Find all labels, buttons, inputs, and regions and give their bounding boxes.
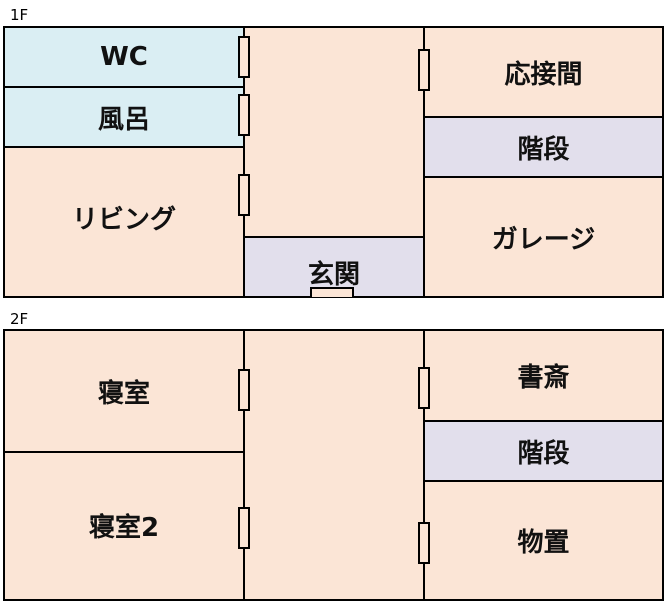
- hallway-right-wall: [245, 28, 425, 236]
- room-garage: ガレージ: [425, 178, 662, 296]
- door-reception: [418, 49, 430, 91]
- floor-2-label: 2F: [10, 310, 29, 328]
- room-bedroom-2-label: 寝室2: [88, 512, 160, 543]
- room-entrance: 玄関: [245, 236, 425, 296]
- hallway-1f: [245, 28, 425, 236]
- room-entrance-label: 玄関: [307, 259, 360, 290]
- room-bedroom-2: 寝室2: [5, 453, 245, 599]
- door-bedroom-2: [238, 507, 250, 549]
- floor-1-plan: WC 風呂 リビング 玄関 応接間 階段 ガレージ: [3, 26, 664, 298]
- room-bedroom-1-label: 寝室: [97, 378, 150, 409]
- room-reception: 応接間: [425, 28, 662, 118]
- room-garage-label: ガレージ: [491, 224, 596, 255]
- door-wc: [238, 36, 250, 78]
- room-living-label: リビング: [71, 204, 176, 235]
- room-bath-label: 風呂: [97, 104, 150, 135]
- room-wc: WC: [5, 28, 245, 88]
- room-stairs-1f-label: 階段: [517, 134, 570, 165]
- door-bedroom-1: [238, 369, 250, 411]
- room-bedroom-1: 寝室: [5, 331, 245, 453]
- door-bath: [238, 94, 250, 136]
- door-storage: [418, 522, 430, 564]
- entrance-step: [310, 287, 354, 297]
- room-storage-label: 物置: [517, 528, 570, 558]
- room-study-label: 書斎: [517, 363, 570, 393]
- hallway-2f: [245, 331, 425, 599]
- room-reception-label: 応接間: [504, 59, 583, 90]
- door-study: [418, 367, 430, 409]
- floor-2-plan: 寝室 寝室2 書斎 階段 物置: [3, 329, 664, 601]
- room-bath: 風呂: [5, 88, 245, 148]
- room-living: リビング: [5, 148, 245, 296]
- room-stairs-1f: 階段: [425, 118, 662, 178]
- room-stairs-2f: 階段: [425, 422, 662, 482]
- room-wc-label: WC: [100, 42, 148, 72]
- room-stairs-2f-label: 階段: [517, 438, 570, 469]
- floor-1-label: 1F: [10, 6, 29, 24]
- door-living: [238, 174, 250, 216]
- room-study: 書斎: [425, 331, 662, 422]
- room-storage: 物置: [425, 482, 662, 599]
